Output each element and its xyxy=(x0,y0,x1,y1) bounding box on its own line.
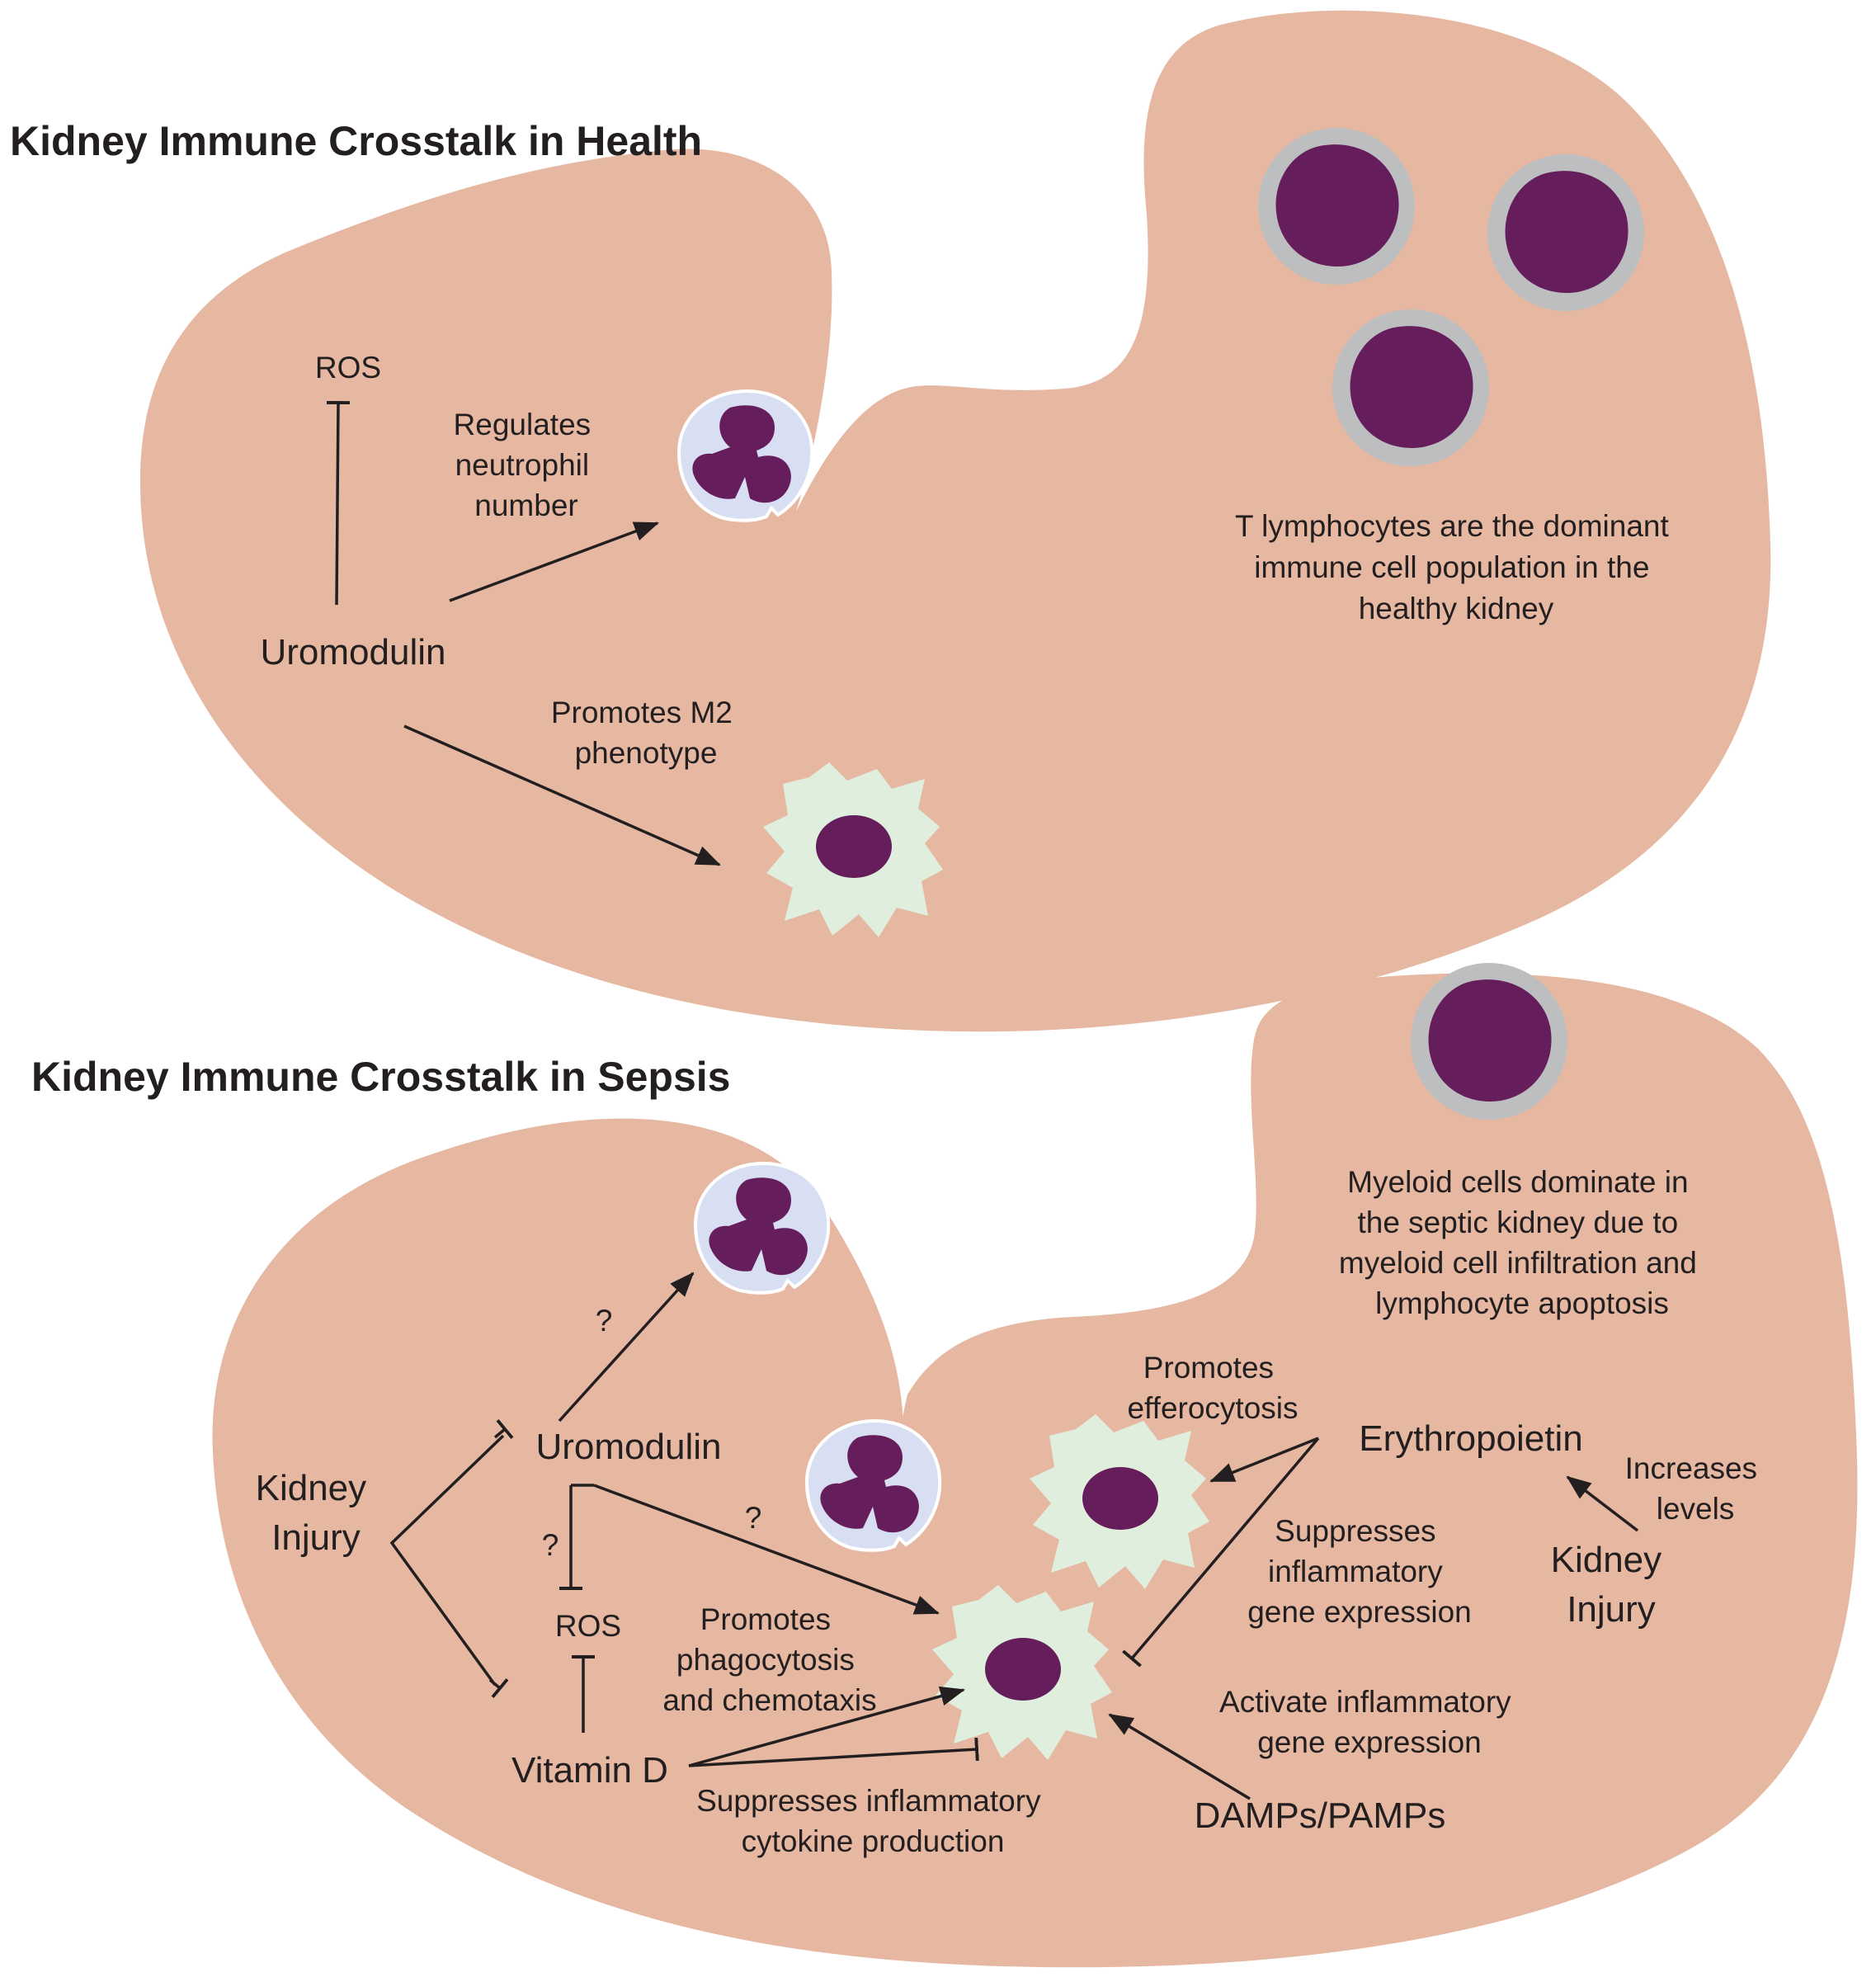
question-ros-label: ? xyxy=(542,1528,559,1562)
regulates-neutrophil-label: Regulates neutrophil number xyxy=(454,408,600,522)
uromodulin-to-neutrophil-edge xyxy=(558,1272,695,1423)
health-panel: Kidney Immune Crosstalk in Health ROS Ur… xyxy=(10,10,1771,1032)
sepsis-panel: Kidney Immune Crosstalk in Sepsis Myeloi… xyxy=(31,963,1858,1968)
macrophage-inflammatory-icon xyxy=(932,1585,1112,1760)
uromodulin-to-neutrophil-edge xyxy=(449,521,659,602)
activate-gene-label: Activate inflammatory gene expression xyxy=(1219,1685,1520,1759)
t-lymphocyte-icon xyxy=(1258,128,1415,285)
health-title: Kidney Immune Crosstalk in Health xyxy=(10,118,702,164)
kidney-injury-increases-epo-edge xyxy=(1566,1475,1639,1532)
neutrophil-icon xyxy=(694,1162,831,1295)
myeloid-description: Myeloid cells dominate in the septic kid… xyxy=(1339,1165,1705,1320)
sepsis-title: Kidney Immune Crosstalk in Sepsis xyxy=(31,1054,731,1100)
question-neutrophil-label: ? xyxy=(596,1304,613,1338)
kidney-sepsis-shape xyxy=(212,973,1858,1968)
suppresses-gene-label: Suppresses inflammatory gene expression xyxy=(1247,1514,1472,1629)
infiltrating-neutrophil-icon xyxy=(805,1419,942,1552)
macrophage-efferocytosis-icon xyxy=(1030,1414,1209,1589)
health-ros-label: ROS xyxy=(315,351,381,385)
sepsis-ros-label: ROS xyxy=(555,1609,621,1643)
uromodulin-to-macrophage-edge xyxy=(593,1484,940,1615)
kidney-injury-inhibits-uromodulin-edge xyxy=(493,1418,514,1440)
erythropoietin-label: Erythropoietin xyxy=(1359,1418,1582,1459)
kidney-injury-branch-edge xyxy=(389,1434,505,1687)
t-lymphocyte-icon xyxy=(1332,309,1489,466)
vitamin-d-label: Vitamin D xyxy=(511,1750,668,1791)
uromodulin-to-macrophage-edge xyxy=(403,724,721,866)
lymphocyte-icon xyxy=(1411,963,1567,1120)
promotes-phagocytosis-label: Promotes phagocytosis and chemotaxis xyxy=(662,1602,876,1717)
sepsis-uromodulin-label: Uromodulin xyxy=(536,1427,722,1467)
question-macrophage-label: ? xyxy=(745,1501,762,1535)
damps-pamps-label: DAMPs/PAMPs xyxy=(1195,1795,1446,1836)
t-lymphocyte-icon xyxy=(1487,154,1644,311)
kidney-injury-right-label: Kidney Injury xyxy=(1551,1540,1672,1630)
health-uromodulin-label: Uromodulin xyxy=(261,632,446,672)
increases-levels-label: Increases levels xyxy=(1625,1451,1766,1526)
erythropoietin-suppresses-gene-edge xyxy=(1122,1437,1320,1668)
promotes-m2-label: Promotes M2 phenotype xyxy=(551,696,741,770)
damps-activate-macrophage-edge xyxy=(1108,1713,1251,1800)
m2-macrophage-icon xyxy=(763,762,943,937)
neutrophil-icon xyxy=(677,389,814,522)
vitamin-d-suppresses-cytokine-edge xyxy=(688,1737,979,1767)
uromodulin-inhibits-ros-edge xyxy=(326,400,351,606)
vitamin-d-to-macrophage-edge xyxy=(688,1686,965,1767)
suppresses-cytokine-label: Suppresses inflammatory cytokine product… xyxy=(696,1784,1049,1858)
erythropoietin-to-macrophage-edge xyxy=(1209,1437,1319,1483)
kidney-injury-inhibits-vitamin-d-edge xyxy=(488,1677,509,1699)
promotes-efferocytosis-label: Promotes efferocytosis xyxy=(1127,1351,1298,1425)
kidney-injury-left-label: Kidney Injury xyxy=(256,1468,377,1558)
t-lymphocyte-description: T lymphocytes are the dominant immune ce… xyxy=(1235,509,1677,625)
